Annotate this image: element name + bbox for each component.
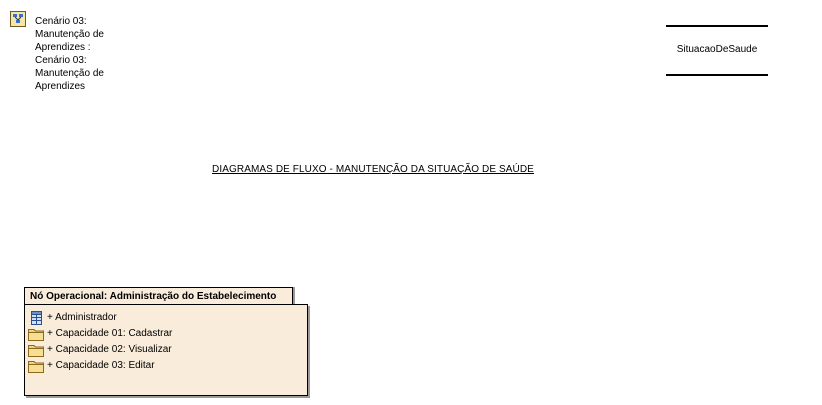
list-item-label: + Capacidade 01: Cadastrar [47,328,173,339]
scenario-diagram-icon [10,11,26,27]
operational-node-title: Nó Operacional: Administração do Estabel… [24,287,293,305]
list-item-capacidade-01[interactable]: + Capacidade 01: Cadastrar [28,326,172,342]
folder-icon [28,359,44,373]
list-item-administrador[interactable]: + Administrador [28,310,172,326]
scenario-label: Cenário 03: Manutenção de Aprendizes : C… [35,16,104,92]
list-item-label: + Capacidade 02: Visualizar [47,344,172,355]
list-item-capacidade-03[interactable]: + Capacidade 03: Editar [28,358,172,374]
diagram-title: DIAGRAMAS DE FLUXO - MANUTENÇÃO DA SITUA… [212,164,534,175]
list-item-label: + Administrador [47,312,117,323]
datastore-label: SituacaoDeSaude [676,44,758,55]
operational-node-body: + Administrador + Capacidade 01: Cadastr… [24,304,308,396]
datastore-bottom-line [666,74,768,76]
actor-table-icon [28,311,44,325]
operational-node-package[interactable]: Nó Operacional: Administração do Estabel… [24,287,310,398]
folder-icon [28,327,44,341]
list-item-label: + Capacidade 03: Editar [47,360,155,371]
datastore-situacao-de-saude[interactable]: SituacaoDeSaude [666,25,768,77]
operational-node-items: + Administrador + Capacidade 01: Cadastr… [28,310,172,374]
datastore-top-line [666,25,768,27]
folder-icon [28,343,44,357]
list-item-capacidade-02[interactable]: + Capacidade 02: Visualizar [28,342,172,358]
scenario-reference[interactable]: Cenário 03: Manutenção de Aprendizes : C… [10,11,140,93]
